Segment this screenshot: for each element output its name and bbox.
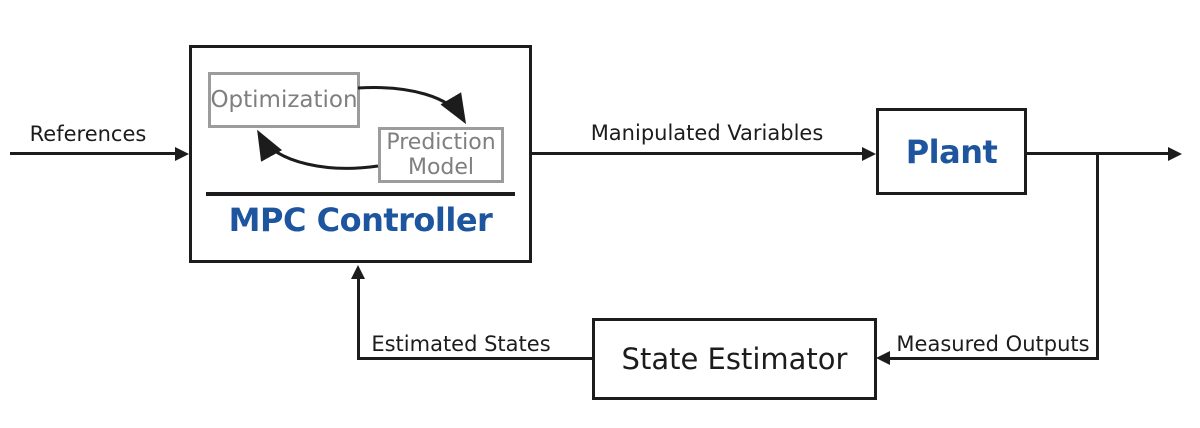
prediction-model-box: Prediction Model — [378, 127, 504, 183]
measured-outputs-label: Measured Outputs — [896, 332, 1090, 356]
plant-label: Plant — [905, 132, 998, 171]
references-label: References — [29, 122, 147, 146]
estimated-states-label: Estimated States — [371, 332, 551, 356]
mpc-controller-label: MPC Controller — [228, 201, 493, 239]
arrowhead-up-icon — [351, 265, 365, 279]
estimated-states-line-vertical — [357, 277, 360, 360]
manipulated-variables-label: Manipulated Variables — [590, 121, 824, 145]
references-arrow-line — [10, 152, 176, 155]
arrowhead-right-icon — [862, 147, 876, 161]
plant-box: Plant — [876, 108, 1027, 195]
prediction-model-label: Prediction Model — [386, 129, 496, 180]
plant-output-line — [1027, 152, 1168, 155]
optimization-label: Optimization — [210, 87, 358, 113]
feedback-branch-line — [1096, 154, 1099, 360]
measured-outputs-arrow-line — [889, 357, 1098, 360]
mpc-title-divider — [206, 192, 515, 196]
arrowhead-right-icon — [175, 147, 189, 161]
optimization-box: Optimization — [208, 72, 360, 128]
arrowhead-right-icon — [1168, 147, 1182, 161]
arrowhead-left-icon — [876, 351, 890, 365]
estimated-states-line-horizontal — [359, 357, 592, 360]
state-estimator-label: State Estimator — [621, 342, 848, 376]
manipulated-variables-arrow-line — [532, 152, 862, 155]
state-estimator-box: State Estimator — [592, 318, 877, 400]
